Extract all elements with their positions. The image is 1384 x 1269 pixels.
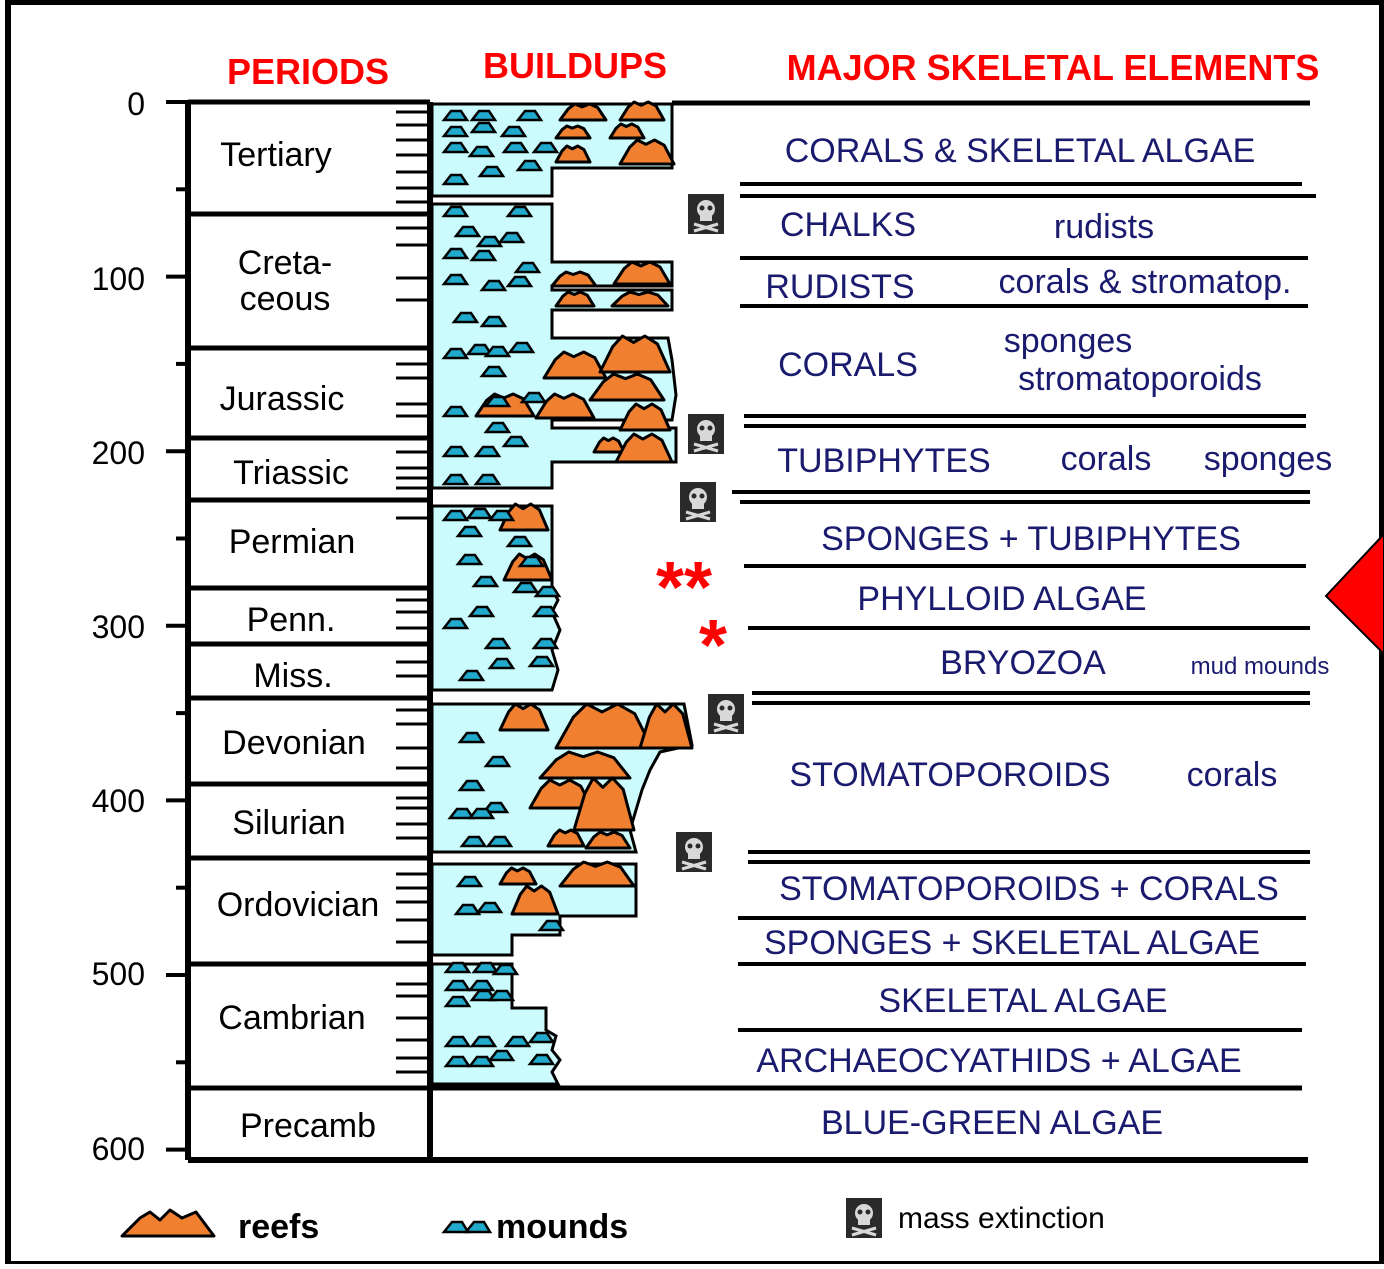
element-sponges-tubiphytes: SPONGES + TUBIPHYTES — [821, 520, 1241, 558]
element-bryozoa: BRYOZOA — [940, 644, 1106, 682]
asterisk-icon-single: * — [699, 606, 727, 686]
header-buildups: BUILDUPS — [483, 45, 667, 86]
period-devonian: Devonian — [222, 724, 366, 762]
tick-label-0: 0 — [127, 86, 145, 122]
mass-extinction-markers — [676, 194, 744, 872]
reef-icon — [122, 1210, 214, 1236]
tick-label-400: 400 — [92, 783, 145, 819]
element-stomatoporoids-corals: STOMATOPOROIDS + CORALS — [779, 870, 1279, 908]
header-elements: MAJOR SKELETAL ELEMENTS — [787, 47, 1320, 88]
axis-ticks — [166, 102, 188, 1150]
period-permian: Permian — [229, 523, 356, 561]
skull-icon — [846, 1198, 882, 1238]
element-sponges-skeletal-algae: SPONGES + SKELETAL ALGAE — [764, 924, 1260, 962]
period-cretaceous-line2: ceous — [240, 280, 331, 318]
element-corals: CORALS — [778, 346, 918, 384]
legend-mass-extinction: mass extinction — [898, 1202, 1105, 1235]
period-triassic: Triassic — [233, 454, 349, 492]
tick-label-600: 600 — [92, 1131, 145, 1167]
period-tertiary: Tertiary — [220, 136, 331, 174]
skull-icon — [680, 482, 716, 522]
skull-icon — [688, 414, 724, 454]
skull-icon — [708, 694, 744, 734]
period-penn: Penn. — [247, 601, 336, 639]
tick-label-300: 300 — [92, 609, 145, 645]
legend-mounds: mounds — [496, 1208, 628, 1246]
period-cambrian: Cambrian — [218, 999, 365, 1037]
tick-label-500: 500 — [92, 956, 145, 992]
skull-icon — [676, 832, 712, 872]
element-tertiary: CORALS & SKELETAL ALGAE — [785, 132, 1256, 170]
period-miss: Miss. — [253, 657, 332, 695]
element-corals-devonian: corals — [1187, 756, 1278, 794]
skull-icon — [688, 194, 724, 234]
legend-reefs: reefs — [238, 1208, 319, 1246]
element-mud-mounds: mud mounds — [1191, 653, 1330, 680]
element-corals-triassic: corals — [1061, 440, 1152, 478]
period-silurian: Silurian — [232, 804, 345, 842]
period-ordovician: Ordovician — [217, 886, 380, 924]
legend: reefs mounds mass extinction — [122, 1198, 1105, 1246]
element-chalks: CHALKS — [780, 206, 916, 244]
pointer-triangle-icon — [1326, 534, 1384, 654]
buildups-column — [432, 102, 692, 1084]
element-tubiphytes: TUBIPHYTES — [777, 442, 990, 480]
period-precamb: Precamb — [240, 1107, 376, 1145]
element-rudists-minor: rudists — [1054, 208, 1154, 246]
element-stomatoporoids: STOMATOPOROIDS — [789, 756, 1110, 794]
element-skeletal-algae: SKELETAL ALGAE — [878, 982, 1167, 1020]
tick-label-100: 100 — [92, 261, 145, 297]
element-stromatoporoids-minor: stromatoporoids — [1018, 360, 1262, 398]
mound-icon — [444, 1222, 490, 1232]
header-periods: PERIODS — [227, 51, 389, 92]
element-sponges-triassic: sponges — [1204, 440, 1333, 478]
element-sponges-minor: sponges — [1004, 322, 1133, 360]
element-phylloid-algae: PHYLLOID ALGAE — [857, 580, 1146, 618]
element-corals-stromatop: corals & stromatop. — [999, 263, 1292, 301]
tick-label-200: 200 — [92, 435, 145, 471]
element-blue-green-algae: BLUE-GREEN ALGAE — [821, 1104, 1163, 1142]
period-jurassic: Jurassic — [220, 380, 345, 418]
element-rudists: RUDISTS — [765, 268, 914, 306]
period-cretaceous-line1: Creta- — [238, 244, 332, 282]
element-archaeocyathids-algae: ARCHAEOCYATHIDS + ALGAE — [756, 1042, 1241, 1080]
